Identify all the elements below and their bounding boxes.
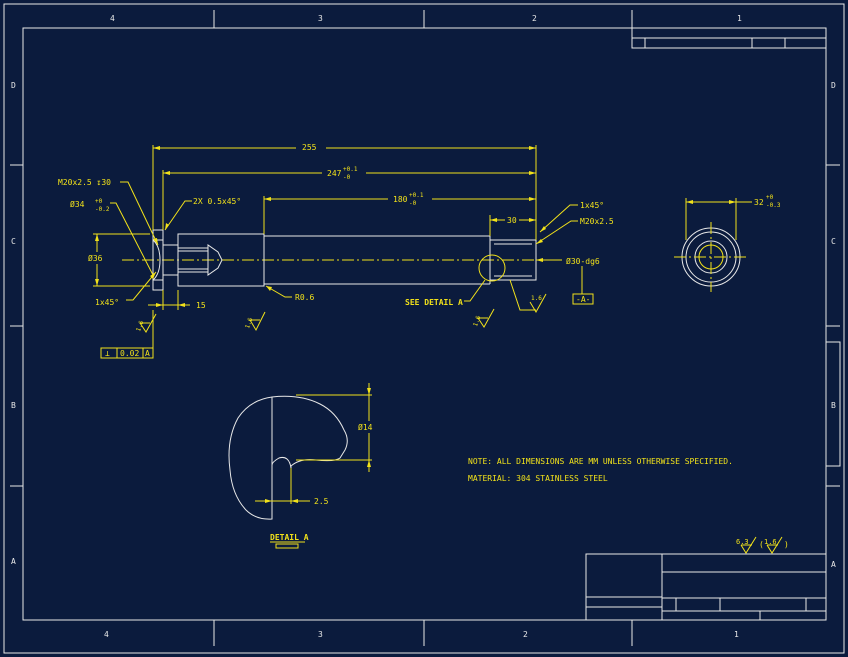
finish-paren-open: ( [759, 540, 764, 549]
row-left-c: C [11, 237, 16, 246]
dia34-label: Ø34 [70, 199, 85, 209]
row-right-d: D [831, 81, 836, 90]
finish-a-value: 6.3 [736, 538, 749, 546]
dim-30: 30 [507, 216, 517, 225]
detail-d25: 2.5 [314, 497, 329, 506]
dim-247: 247 [327, 169, 342, 178]
fcf-tolerance: 0.02 [120, 349, 139, 358]
zone-top-2: 2 [532, 14, 537, 23]
tapped-hole [178, 244, 223, 276]
detail-circle [478, 254, 506, 282]
dim-247-tol-lower: -0 [343, 174, 351, 181]
see-detail-label: SEE DETAIL A [405, 298, 463, 307]
detail-a-profile [228, 395, 348, 520]
fcf-datum: A [145, 349, 150, 358]
svg-text:1.6: 1.6 [244, 317, 254, 330]
end-dia-tol-upper: +0 [766, 194, 774, 201]
notes: NOTE: ALL DIMENSIONS ARE MM UNLESS OTHER… [468, 457, 733, 483]
dia34-tol-lower: -0.2 [95, 206, 110, 213]
dim-180: 180 [393, 195, 408, 204]
finish-paren-close: ) [784, 540, 789, 549]
detail-a-view: Ø14 2.5 DETAIL A [228, 383, 380, 549]
row-left-b: B [11, 401, 16, 410]
roughness-symbol-2: 1.6 [244, 311, 266, 332]
detail-dia14: Ø14 [358, 422, 373, 432]
outer-border [3, 3, 845, 654]
roughness-symbol-4: 1.6 [509, 279, 547, 313]
end-dia-label: 32 [754, 198, 764, 207]
zone-bottom-4: 4 [104, 630, 109, 639]
detail-a-title: DETAIL A [270, 533, 309, 542]
revision-block [631, 27, 827, 49]
shaft-view: 255 247 +0.1 -0 180 +0.1 -0 30 M20x2.5 ↧… [58, 141, 614, 359]
fcf-symbol: ⊥ [105, 349, 110, 358]
chamfer-left-label: 1x45° [95, 298, 119, 307]
svg-text:1.6: 1.6 [472, 315, 482, 328]
finish-b-value: 1.6 [764, 538, 777, 546]
dim-180-tol-upper: +0.1 [409, 192, 424, 199]
dim-255: 255 [302, 143, 317, 152]
thread-right-label: M20x2.5 [580, 217, 614, 226]
dim-180-tol-lower: -0 [409, 200, 417, 207]
note-line-2: MATERIAL: 304 STAINLESS STEEL [468, 474, 608, 483]
row-left-d: D [11, 81, 16, 90]
datum-a: -A- [576, 295, 590, 304]
radius-label: R0.6 [295, 293, 314, 302]
svg-text:1.6: 1.6 [135, 320, 145, 333]
dim-247-tol-upper: +0.1 [343, 166, 358, 173]
zone-top-3: 3 [318, 14, 323, 23]
dia30-label: Ø30-dg6 [566, 256, 600, 266]
end-dia-tol-lower: -0.3 [766, 202, 781, 209]
roughness-symbol-3: 1.6 [472, 308, 495, 328]
zone-top-1: 1 [737, 14, 742, 23]
zone-bottom-2: 2 [523, 630, 528, 639]
feature-control-frame: ⊥ 0.02 A [100, 310, 154, 359]
dia34-tol-upper: +0 [95, 198, 103, 205]
general-finish-symbols: 6.3 ( 1.6 ) [736, 536, 789, 554]
dia36-label: Ø36 [88, 253, 103, 263]
chamfer-right-label: 1x45° [580, 201, 604, 210]
note-line-1: NOTE: ALL DIMENSIONS ARE MM UNLESS OTHER… [468, 457, 733, 466]
row-right-c: C [831, 237, 836, 246]
datum-a-box [572, 293, 594, 305]
drawing-frame: 4 3 2 1 4 3 2 1 D C B A D C B A [3, 3, 845, 654]
thread-left-label: M20x2.5 ↧30 [58, 178, 111, 187]
side-tab [825, 341, 841, 467]
end-view: 32 +0 -0.3 [674, 194, 781, 292]
dim-15: 15 [196, 301, 206, 310]
svg-text:1.6: 1.6 [531, 295, 542, 302]
title-block [585, 553, 827, 621]
row-right-b: B [831, 401, 836, 410]
chamfer-label: 2X 0.5x45° [193, 197, 241, 206]
row-left-a: A [11, 557, 16, 566]
zone-top-4: 4 [110, 14, 115, 23]
zone-bottom-3: 3 [318, 630, 323, 639]
row-right-a: A [831, 560, 836, 569]
zone-bottom-1: 1 [734, 630, 739, 639]
